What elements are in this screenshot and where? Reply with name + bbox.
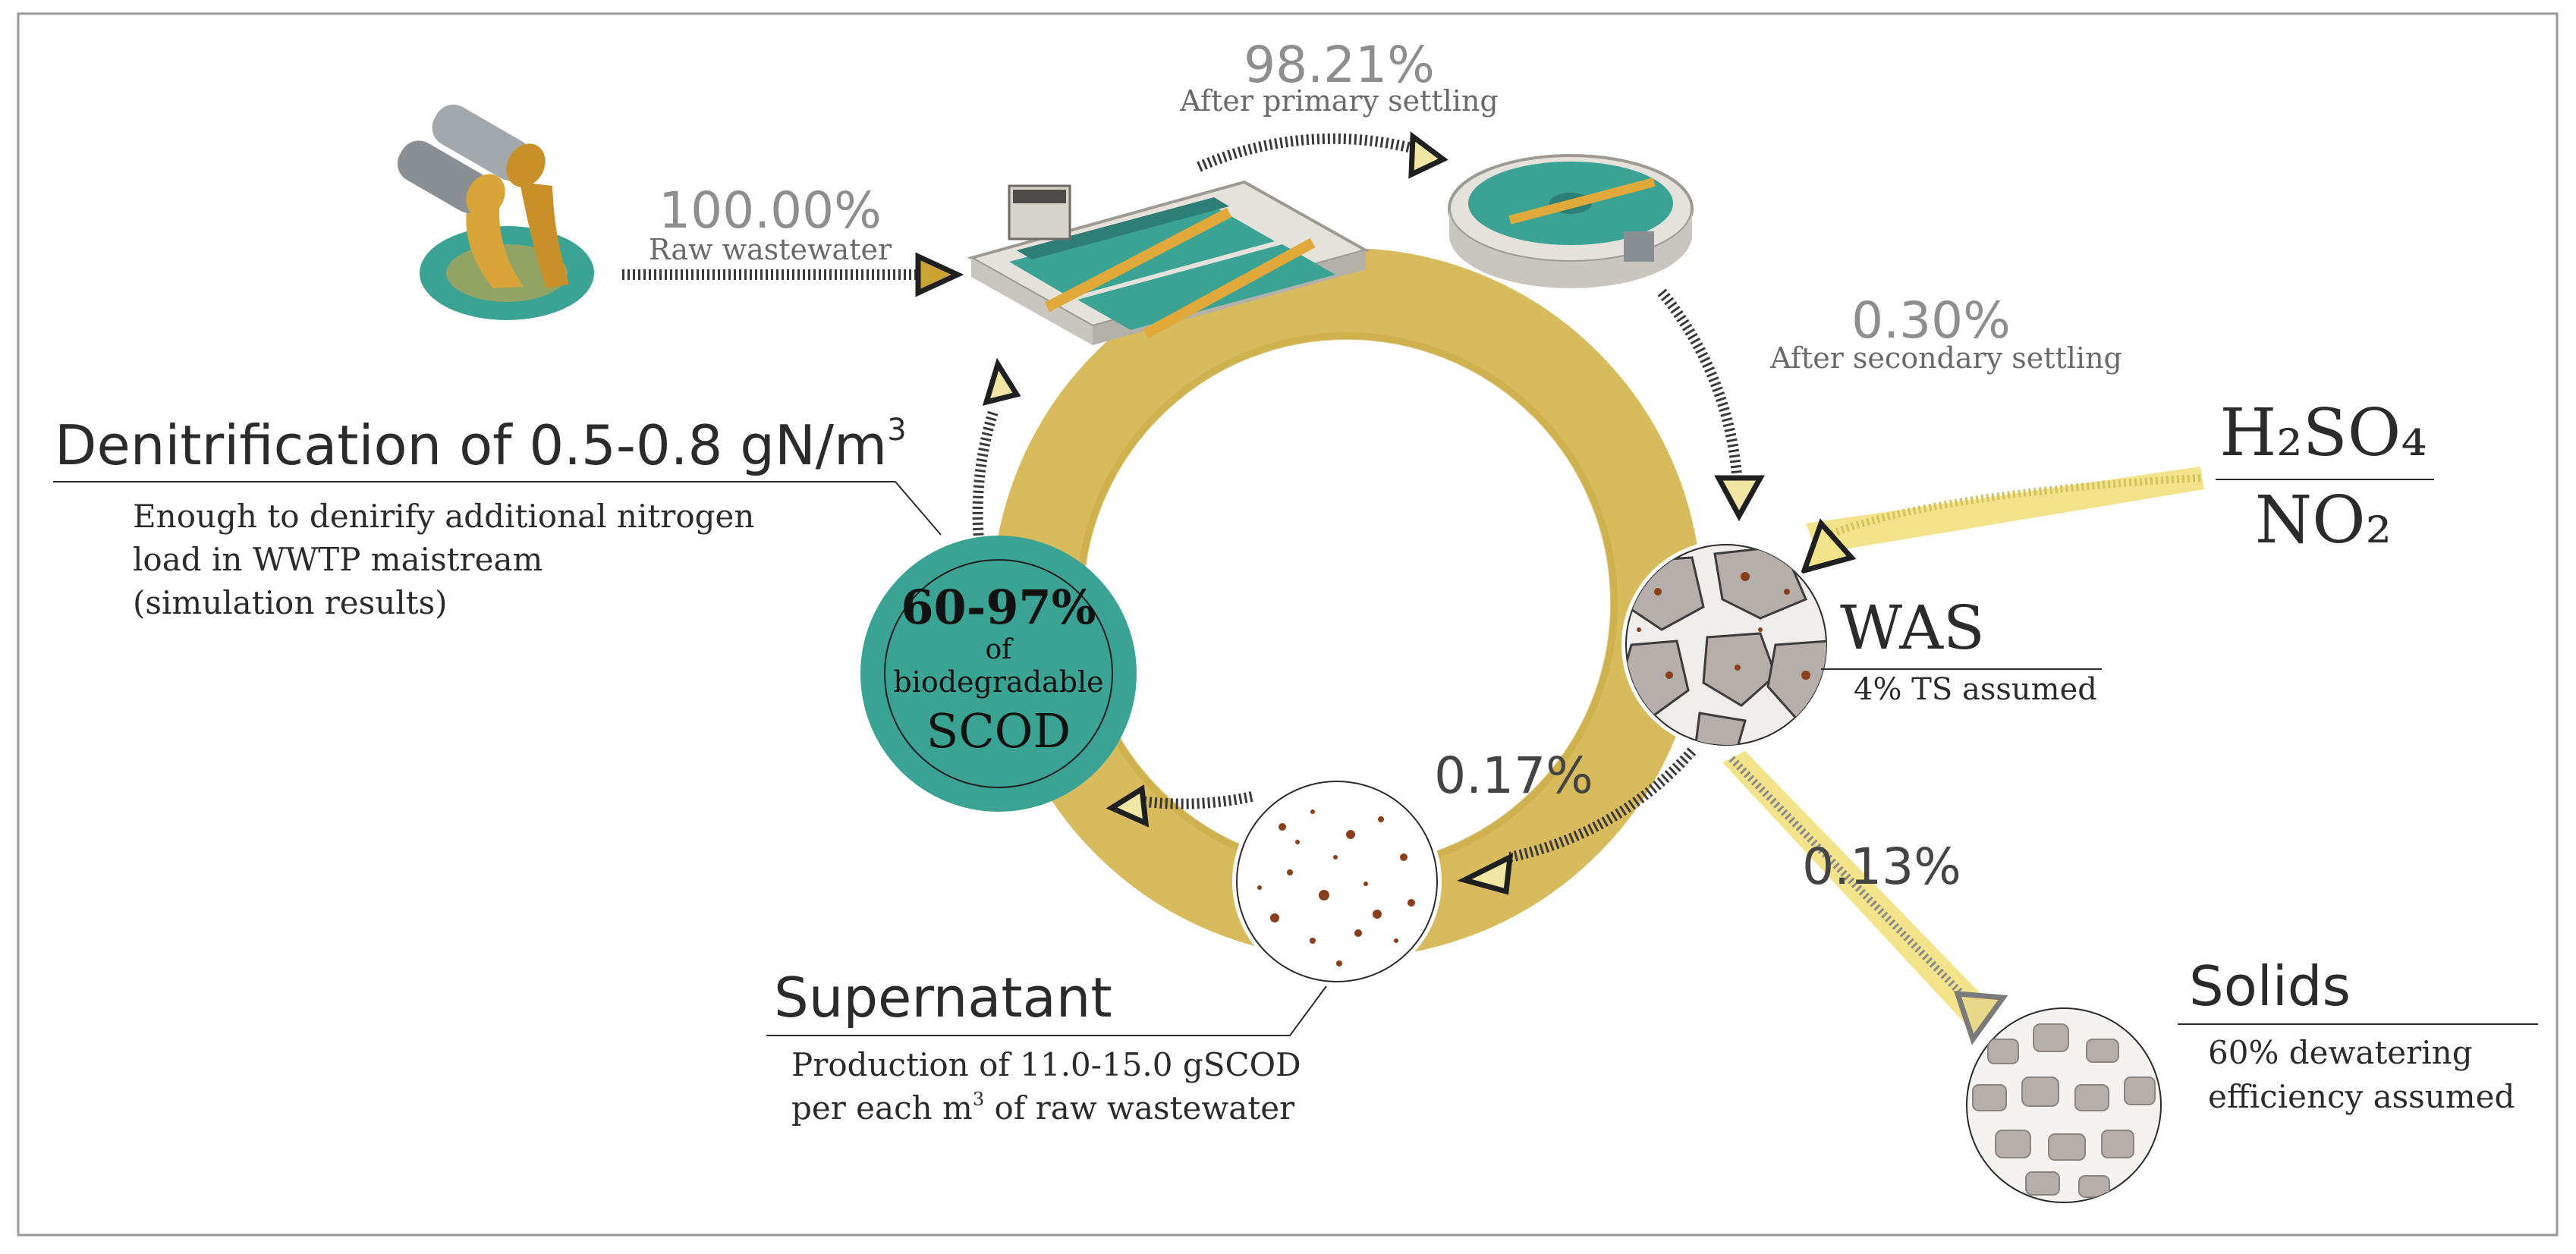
raw-percent: 100.00% (659, 181, 882, 240)
scod-circle (860, 536, 1137, 812)
leader-lines (53, 479, 2538, 1036)
supernatant-desc-2a: per each m (791, 1089, 973, 1127)
supernatant-title: Supernatant (774, 966, 1112, 1029)
supernatant-flow-percent: 0.17% (1434, 746, 1593, 805)
was-title: WAS (1840, 592, 1985, 663)
solids-track (1728, 756, 1976, 1008)
denitrification-desc-3: (simulation results) (133, 584, 448, 621)
chemical-no2: NO₂ (2255, 482, 2392, 558)
chemical-track (1827, 474, 2201, 539)
solids-desc-2: efficiency assumed (2208, 1078, 2515, 1115)
denitrification-desc-1: Enough to denirify additional nitrogen (133, 498, 754, 535)
supernatant-desc-1: Production of 11.0-15.0 gSCOD (791, 1046, 1301, 1083)
chemical-arrow (1800, 518, 1857, 575)
supernatant-desc-2: per each m3 of raw wastewater (791, 1089, 1295, 1127)
denitrification-desc-2: load in WWTP maistream (133, 541, 543, 578)
wastewater-pipes-icon (397, 104, 594, 320)
solids-title: Solids (2189, 954, 2351, 1018)
scod-label: SCOD (926, 703, 1071, 759)
supernatant-icon (1232, 777, 1442, 986)
denitrification-title: Denitrification of 0.5-0.8 gN/m3 (55, 413, 907, 477)
scod-biodegradable: biodegradable (893, 665, 1103, 699)
was-note: 4% TS assumed (1854, 672, 2097, 707)
frame-border (17, 12, 2559, 1237)
scod-of: of (986, 634, 1014, 665)
solids-icon (1966, 1007, 2162, 1203)
raw-label: Raw wastewater (649, 233, 892, 266)
chemical-h2so4: H₂SO₄ (2219, 395, 2427, 471)
chemical-cone (1806, 467, 2204, 554)
denitrification-title-sup: 3 (887, 413, 906, 448)
primary-label: After primary settling (1179, 84, 1499, 118)
scod-percent: 60-97% (901, 580, 1096, 635)
supernatant-desc-2-sup: 3 (973, 1089, 984, 1110)
secondary-percent: 0.30% (1851, 291, 2011, 350)
secondary-label: After secondary settling (1769, 341, 2122, 375)
solids-arrow (1954, 991, 2008, 1045)
primary-tanks-icon (967, 180, 1370, 345)
primary-percent: 98.21% (1244, 36, 1435, 94)
raw-arrow (915, 252, 964, 297)
supernatant-desc-2b: of raw wastewater (984, 1089, 1295, 1127)
was-sludge-icon (1621, 540, 1831, 750)
solids-desc-1: 60% dewatering (2208, 1034, 2473, 1071)
ring-arrows (982, 131, 1765, 895)
solids-flow-percent: 0.13% (1802, 838, 1961, 896)
clarifier-icon (1448, 154, 1694, 288)
denitrification-title-main: Denitrification of 0.5-0.8 gN/m (55, 413, 887, 477)
